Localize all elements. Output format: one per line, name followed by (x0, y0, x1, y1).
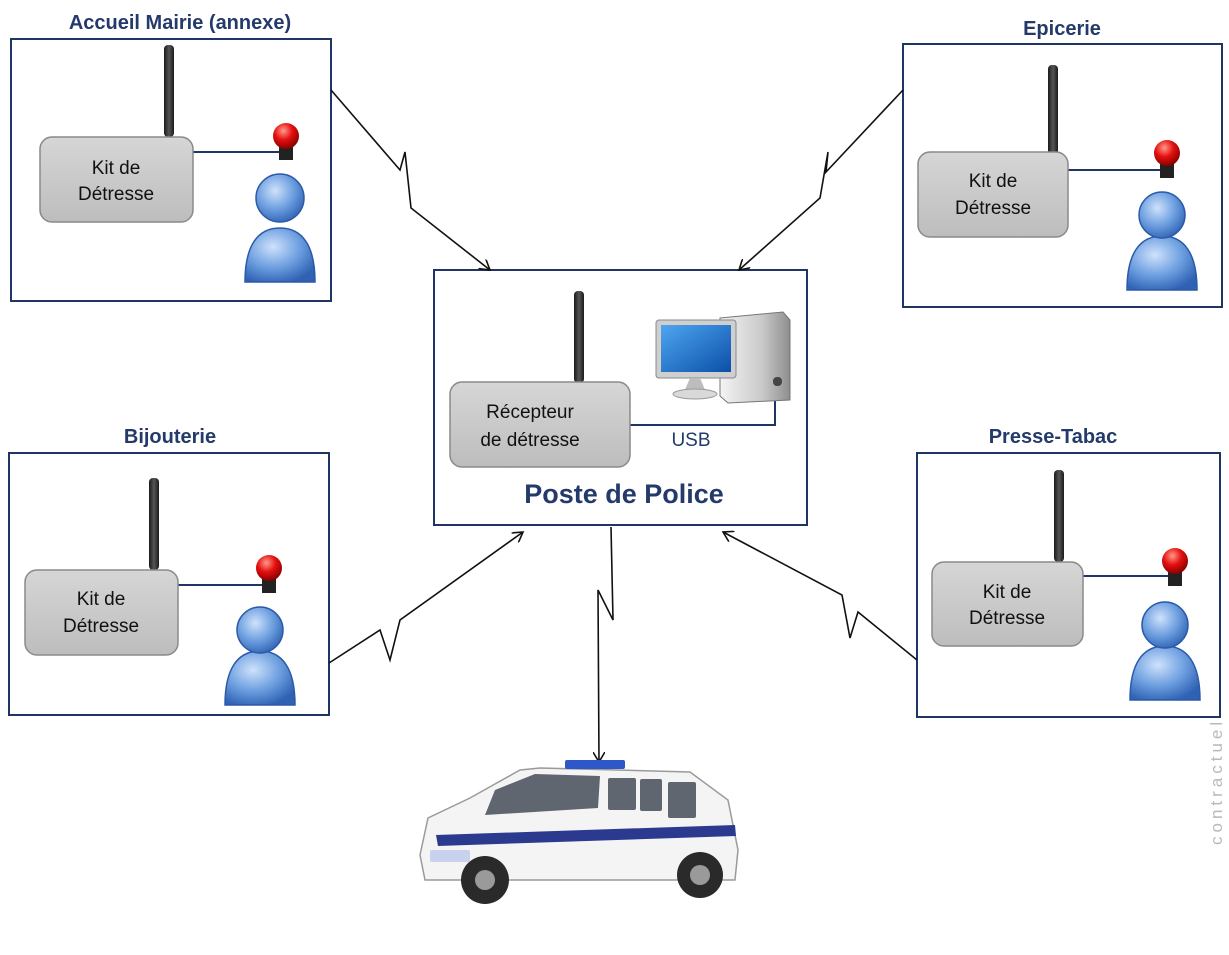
site-title: Epicerie (1023, 18, 1101, 40)
alarm-button-icon (256, 555, 282, 593)
wireless-links (328, 89, 918, 762)
antenna-icon (149, 478, 159, 570)
receiver-label-line2: de détresse (480, 430, 579, 451)
site-title: Presse-Tabac (989, 426, 1118, 448)
site-title: Bijouterie (124, 426, 216, 448)
antenna-icon (1054, 470, 1064, 562)
kit-label-line2: Détresse (969, 608, 1045, 629)
kit-label-line1: Kit de (969, 171, 1018, 192)
alarm-button-icon (273, 123, 299, 160)
link-presse-to-hub (723, 532, 918, 661)
alarm-button-icon (1162, 548, 1188, 586)
kit-label-line2: Détresse (955, 198, 1031, 219)
kit-label-line1: Kit de (92, 158, 141, 179)
person-icon (1129, 601, 1201, 701)
alarm-button-icon (1154, 140, 1180, 178)
site-epicerie: Epicerie Kit de Détresse (902, 18, 1223, 308)
distress-kit-box (39, 136, 194, 223)
person-icon (1126, 191, 1198, 291)
kit-label-line1: Kit de (983, 582, 1032, 603)
usb-label: USB (671, 430, 710, 451)
link-hub-to-vehicle (598, 526, 614, 762)
computer-icon (655, 311, 791, 404)
kit-label-line1: Kit de (77, 589, 126, 610)
kit-label-line2: Détresse (63, 616, 139, 637)
watermark-text: contractuel (1207, 718, 1226, 845)
person-icon (244, 173, 316, 283)
antenna-icon (1048, 65, 1058, 155)
distress-kit-box (931, 561, 1084, 647)
site-bijouterie: Bijouterie Kit de Détresse (8, 426, 330, 716)
link-accueil-to-hub (330, 89, 490, 270)
site-accueil: Accueil Mairie (annexe) Kit de Détresse (10, 12, 332, 302)
police-van-icon (419, 760, 739, 904)
distress-kit-box (24, 569, 179, 656)
antenna-icon (164, 45, 174, 137)
site-presse-tabac: Presse-Tabac Kit de Détresse (916, 426, 1221, 718)
hub-title: Poste de Police (524, 479, 724, 509)
hub-poste-de-police: Récepteur de détresse USB Poste de Polic… (433, 269, 808, 526)
link-epicerie-to-hub (739, 89, 904, 270)
receiver-label-line1: Récepteur (486, 402, 574, 423)
kit-label-line2: Détresse (78, 184, 154, 205)
person-icon (224, 606, 296, 706)
receiver-box (449, 381, 631, 468)
site-title: Accueil Mairie (annexe) (69, 12, 291, 34)
distress-kit-box (917, 151, 1069, 238)
usb-cable (630, 390, 776, 426)
antenna-icon (574, 291, 584, 383)
link-bijouterie-to-hub (328, 532, 523, 664)
